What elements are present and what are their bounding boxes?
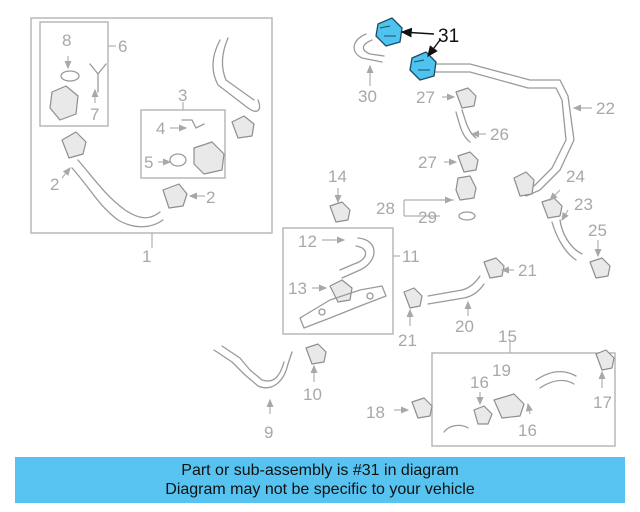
label-10: 10	[303, 385, 322, 404]
label-9: 9	[264, 423, 273, 442]
label-18: 18	[366, 403, 385, 422]
label-1: 1	[142, 247, 151, 266]
label-30: 30	[358, 87, 377, 106]
part-31-highlighted	[375, 17, 441, 81]
label-21a: 21	[518, 261, 537, 280]
label-13: 13	[288, 279, 307, 298]
label-29: 29	[418, 208, 437, 227]
label-6: 6	[118, 37, 127, 56]
label-22: 22	[596, 99, 615, 118]
label-27a: 27	[416, 88, 435, 107]
assembly-group-1	[30, 17, 273, 248]
label-19: 19	[492, 361, 511, 380]
label-26: 26	[490, 125, 509, 144]
assembly-group-11	[282, 227, 400, 335]
label-2a: 2	[50, 175, 59, 194]
label-4: 4	[156, 119, 165, 138]
label-24: 24	[566, 167, 585, 186]
label-5: 5	[144, 153, 153, 172]
banner-line-2: Diagram may not be specific to your vehi…	[165, 481, 475, 498]
label-28: 28	[376, 199, 395, 218]
banner-line-1: Part or sub-assembly is #31 in diagram	[181, 462, 459, 479]
label-25: 25	[588, 221, 607, 240]
label-23: 23	[574, 195, 593, 214]
label-27b: 27	[418, 153, 437, 172]
part-info-banner: Part or sub-assembly is #31 in diagram D…	[15, 457, 625, 503]
label-16a: 16	[470, 373, 489, 392]
label-8: 8	[62, 31, 71, 50]
label-17: 17	[593, 393, 612, 412]
label-11: 11	[402, 247, 420, 266]
callout-labels: 1 2 2 3 4 5 6 7 8 9 10 11 12 13 14 15 16…	[50, 26, 615, 442]
assembly-group-15	[431, 340, 616, 447]
label-16b: 16	[518, 421, 537, 440]
label-12: 12	[298, 232, 317, 251]
label-14: 14	[328, 167, 347, 186]
label-15: 15	[498, 327, 517, 346]
label-31: 31	[438, 26, 459, 47]
label-2b: 2	[206, 188, 215, 207]
label-7: 7	[90, 105, 99, 124]
label-21b: 21	[398, 331, 417, 350]
label-3: 3	[178, 86, 187, 105]
loose-parts	[213, 33, 615, 419]
parts-diagram: 1 2 2 3 4 5 6 7 8 9 10 11 12 13 14 15 16…	[30, 17, 616, 447]
label-20: 20	[455, 317, 474, 336]
